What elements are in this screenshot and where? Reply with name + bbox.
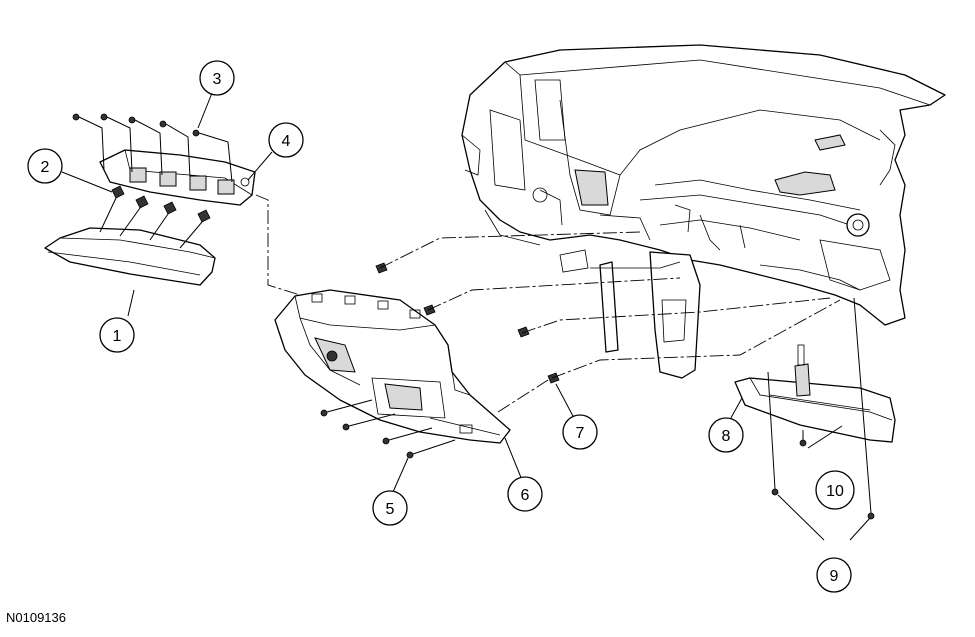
figure-id-label: N0109136 bbox=[6, 610, 66, 625]
svg-text:5: 5 bbox=[386, 501, 395, 518]
callout-4: 4 bbox=[268, 122, 304, 158]
knee-bolster-panel bbox=[44, 227, 216, 286]
screw-icons-item-5 bbox=[320, 399, 456, 459]
callout-3: 3 bbox=[199, 60, 235, 96]
lower-trim-panel bbox=[734, 344, 896, 443]
callout-8: 8 bbox=[708, 417, 744, 453]
screw-icons-item-9 bbox=[767, 297, 875, 520]
instrument-panel-assembly bbox=[461, 44, 946, 379]
alignment-lines bbox=[255, 194, 841, 413]
screw-icons-item-3 bbox=[72, 113, 233, 183]
svg-text:3: 3 bbox=[213, 71, 222, 88]
svg-text:8: 8 bbox=[722, 428, 731, 445]
clip-nut-icons-item-7 bbox=[375, 262, 560, 384]
svg-text:6: 6 bbox=[521, 487, 530, 504]
callout-7: 7 bbox=[562, 414, 598, 450]
glove-box-bin bbox=[274, 289, 511, 444]
svg-text:2: 2 bbox=[41, 159, 50, 176]
screw-icon-item-10 bbox=[799, 430, 807, 447]
svg-text:7: 7 bbox=[576, 425, 585, 442]
svg-text:9: 9 bbox=[830, 568, 839, 585]
clip-icons-item-2 bbox=[99, 185, 211, 249]
svg-text:1: 1 bbox=[113, 328, 122, 345]
callout-6: 6 bbox=[507, 476, 543, 512]
callout-2: 2 bbox=[27, 148, 63, 184]
callout-5: 5 bbox=[372, 490, 408, 526]
callout-1: 1 bbox=[99, 317, 135, 353]
bolster-reinforcement-bracket bbox=[99, 149, 256, 206]
callout-10: 10 bbox=[815, 470, 855, 510]
svg-text:10: 10 bbox=[826, 483, 844, 500]
svg-text:4: 4 bbox=[282, 133, 291, 150]
callout-9: 9 bbox=[816, 557, 852, 593]
leader-lines bbox=[61, 92, 871, 541]
